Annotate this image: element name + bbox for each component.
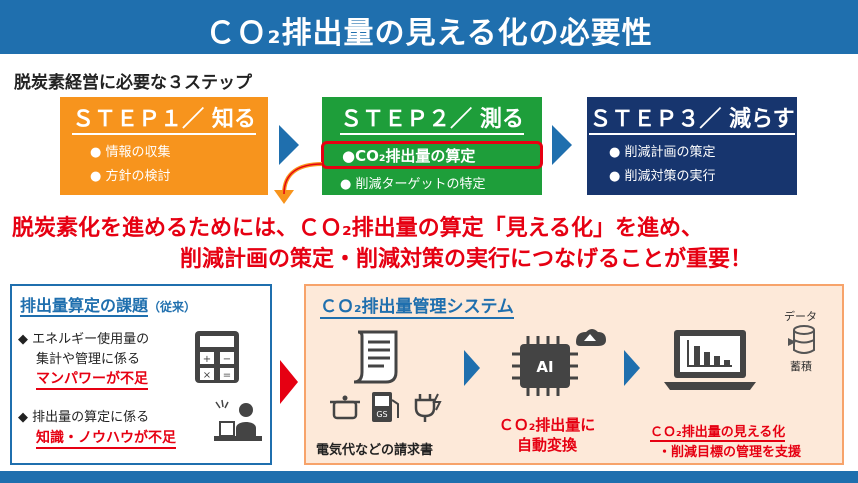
curved-arrow-icon: [274, 162, 323, 204]
result-label-1: ＣＯ₂排出量の見える化: [650, 421, 786, 442]
gas-station-icon: GS: [372, 392, 399, 422]
accumulate-label: 蓄積: [790, 360, 812, 373]
title-bar: [0, 0, 858, 54]
svg-text:GS: GS: [376, 410, 387, 419]
steps-subtitle: 脱炭素経営に必要な３ステップ: [14, 73, 252, 93]
calculator-icon: + − × =: [195, 331, 239, 383]
step-2-item-2: ● 削減ターゲットの特定: [340, 177, 486, 192]
step-3-item-1: ● 削減計画の策定: [609, 145, 716, 160]
convert-label-1: ＣＯ₂排出量に: [498, 416, 596, 434]
bottom-bar: [0, 471, 858, 483]
challenges-panel: 排出量算定の課題（従来） ◆ エネルギー使用量の 集計や管理に係る マンパワーが…: [10, 284, 272, 465]
result-label-2: ・削減目標の管理を支援: [658, 445, 802, 460]
invoice-document-icon: [353, 330, 398, 384]
step-1-box: ＳＴＥＰ１／ 知る ● 情報の収集 ● 方針の検討: [60, 97, 268, 195]
convert-label-2: 自動変換: [516, 436, 577, 454]
challenge-1-issue: マンパワーが不足: [36, 368, 148, 390]
challenge-2-issue: 知識・ノウハウが不足: [36, 427, 176, 449]
step-2-label: ＳＴＥＰ２／ 測る: [322, 101, 542, 135]
arrow-right-icon: [464, 350, 480, 386]
arrow-right-icon: [280, 360, 298, 404]
svg-text:+: +: [203, 354, 211, 365]
system-title: ＣＯ₂排出量管理システム: [320, 292, 514, 319]
database-icon: [788, 325, 815, 354]
electric-plug-icon: [414, 393, 442, 422]
svg-text:AI: AI: [536, 358, 553, 376]
person-at-desk-icon: [214, 399, 262, 441]
step-2-item-1: ●CO₂排出量の算定: [342, 147, 476, 165]
laptop-chart-icon: [664, 330, 756, 390]
message-line-2: 削減計画の策定・削減対策の実行につなげることが重要！: [180, 247, 753, 272]
step-2-highlight: [321, 141, 543, 169]
bill-label: 電気代などの請求書: [316, 443, 434, 458]
step-3-box: ＳＴＥＰ３／ 減らす ● 削減計画の策定 ● 削減対策の実行: [587, 97, 797, 195]
page-title: ＣＯ₂排出量の見える化の必要性: [205, 16, 653, 51]
message-line-1: 脱炭素化を進めるためには、ＣＯ₂排出量の算定「見える化」を進め、: [12, 216, 703, 241]
ai-chip-icon: AI: [512, 329, 606, 396]
step-3-label: ＳＴＥＰ３／ 減らす: [587, 101, 797, 135]
challenge-1-line-2: 集計や管理に係る: [36, 352, 141, 367]
svg-text:=: =: [223, 370, 231, 381]
step-1-item-2: ● 方針の検討: [90, 169, 171, 184]
system-panel: ＣＯ₂排出量管理システム GS 電気代などの請求書: [304, 284, 844, 465]
step-3-item-2: ● 削減対策の実行: [609, 169, 716, 184]
challenge-1-line-1: ◆ エネルギー使用量の: [18, 332, 150, 347]
challenges-title: 排出量算定の課題（従来）: [20, 296, 197, 317]
challenge-2-line-1: ◆ 排出量の算定に係る: [18, 410, 150, 425]
step-1-item-1: ● 情報の収集: [90, 145, 171, 160]
svg-text:×: ×: [203, 370, 211, 381]
chevron-right-icon: [279, 125, 299, 165]
chevron-right-icon: [552, 125, 572, 165]
svg-text:−: −: [223, 354, 231, 365]
data-label: データ: [784, 310, 817, 323]
arrow-right-icon: [624, 350, 640, 386]
step-1-label: ＳＴＥＰ１／ 知る: [60, 101, 268, 135]
cooking-pot-icon: [330, 395, 360, 420]
